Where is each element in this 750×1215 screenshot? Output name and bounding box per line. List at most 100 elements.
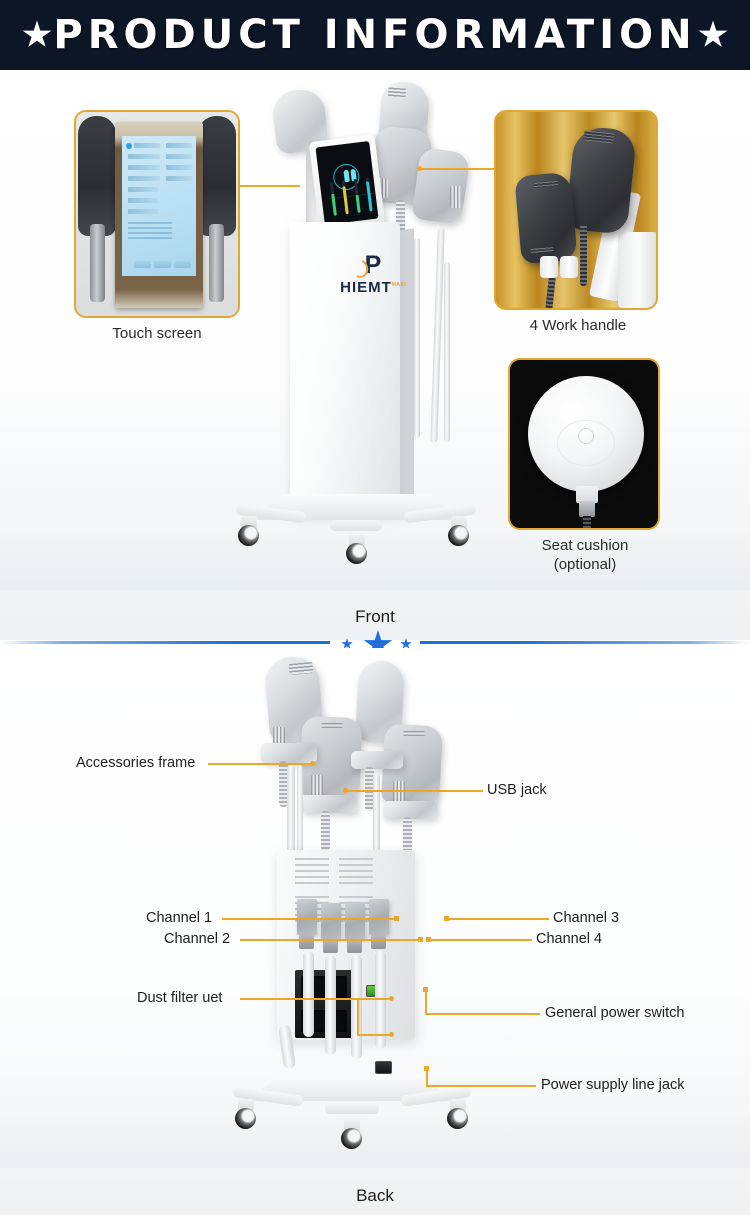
channel-connector-4 xyxy=(369,899,389,935)
leader-dot-general-power-switch xyxy=(423,987,428,992)
brand-logo: P HIEMTMAXI xyxy=(340,251,406,297)
leader-dot-channel-4 xyxy=(426,937,431,942)
display-bar-3 xyxy=(355,194,361,213)
front-caster-center xyxy=(346,534,368,564)
leader-general-power-switch-h xyxy=(425,1013,540,1015)
accessories-frame-clamp-1 xyxy=(261,743,317,763)
back-base xyxy=(225,1075,525,1149)
back-cable-3 xyxy=(373,773,380,859)
touch-photo-stem-left xyxy=(90,224,105,302)
brand-logo-mark: P xyxy=(364,251,382,279)
back-output-cable-3 xyxy=(351,955,362,1059)
touch-screen-button-2[interactable] xyxy=(154,261,171,268)
seat-cushion-cord xyxy=(583,516,591,528)
leader-general-power-switch-v xyxy=(425,990,427,1014)
leader-accessories-frame xyxy=(208,763,313,765)
leader-dot-usb-jack xyxy=(343,788,348,793)
annotation-channel-4: Channel 4 xyxy=(536,931,603,947)
callout-seat-cushion xyxy=(508,358,660,530)
annotation-dust-filter: Dust filter uet xyxy=(137,990,223,1006)
divider-line-right xyxy=(420,641,750,644)
leader-channel-3 xyxy=(446,918,549,920)
front-display-housing xyxy=(308,134,386,232)
seat-cushion-disc xyxy=(528,376,644,492)
front-base xyxy=(235,494,477,564)
back-handle-4-slot xyxy=(403,731,425,736)
handle-photo-cable-back xyxy=(580,224,587,286)
back-base-arm-center xyxy=(325,1103,379,1114)
front-view-label: Front xyxy=(355,607,395,626)
back-coil-2 xyxy=(365,767,374,811)
display-bar-2 xyxy=(342,186,349,215)
back-output-cable-1 xyxy=(303,951,314,1037)
back-grille-1 xyxy=(295,858,329,888)
leader-dot-accessories-frame xyxy=(310,761,315,766)
seat-cushion-neck xyxy=(576,486,598,503)
front-floor-gloss xyxy=(0,530,750,590)
front-caster-left xyxy=(238,516,260,546)
back-grille-2 xyxy=(339,858,373,888)
leader-work-handle xyxy=(420,168,494,170)
divider-line-left xyxy=(0,641,330,644)
leader-dust-filter-vertical xyxy=(357,998,359,1035)
channel-connector-2 xyxy=(321,903,341,939)
channel-neck-2 xyxy=(323,939,338,953)
front-caster-right xyxy=(448,516,470,546)
front-cable-d xyxy=(444,262,450,442)
front-handle-vent-a xyxy=(387,87,407,98)
back-output-cable-2 xyxy=(325,955,336,1055)
back-view-label: Back xyxy=(356,1186,394,1205)
leader-dot-work-handle xyxy=(417,166,422,171)
annotation-usb-jack: USB jack xyxy=(487,782,547,798)
back-handle-1-vent xyxy=(288,661,314,676)
channel-connector-3 xyxy=(345,903,365,939)
back-coil-3 xyxy=(321,811,330,851)
leader-power-supply-h xyxy=(426,1085,536,1087)
accessories-frame-clamp-4 xyxy=(383,801,437,819)
machine-front-view: P HIEMTMAXI xyxy=(228,80,518,592)
divider-star-small-left-icon xyxy=(341,638,353,650)
leader-dot-power-supply xyxy=(424,1066,429,1071)
touch-screen-button-1[interactable] xyxy=(134,261,151,268)
power-supply-line-jack-port xyxy=(375,1061,392,1074)
leader-dot-channel-1 xyxy=(394,916,399,921)
leader-usb-jack xyxy=(345,790,483,792)
display-bar-4 xyxy=(365,181,373,212)
channel-neck-1 xyxy=(299,935,314,949)
header-star-left-icon xyxy=(22,20,52,50)
touch-screen-checked-icon xyxy=(126,143,132,149)
touch-screen-photo xyxy=(76,112,238,316)
leader-dust-filter-branch-upper xyxy=(357,998,391,1000)
brand-name: HIEMTMAXI xyxy=(340,279,406,296)
back-output-cable-4 xyxy=(375,951,386,1049)
seat-cushion-center-ring xyxy=(578,428,594,445)
front-cable-coil xyxy=(396,200,405,238)
annotation-channel-2: Channel 2 xyxy=(164,931,231,947)
divider-star-small-right-icon xyxy=(400,638,412,650)
accessories-frame-clamp-3 xyxy=(301,795,357,813)
back-caster-left xyxy=(235,1099,257,1129)
front-handle-far-right xyxy=(411,146,471,226)
callout-caption-touch-screen: Touch screen xyxy=(112,325,202,342)
page-header: PRODUCT INFORMATION xyxy=(0,0,750,70)
leader-dot-dust-filter-lower xyxy=(389,1032,394,1037)
front-handle-vent-b xyxy=(450,186,461,208)
back-handle-4-side-vent xyxy=(393,781,405,803)
caption-seat-line2: (optional) xyxy=(553,556,617,573)
back-coil-1 xyxy=(279,761,288,807)
back-handle-3-side-vent xyxy=(311,775,323,797)
annotation-power-supply-line-jack: Power supply line jack xyxy=(541,1077,685,1093)
front-cable-b xyxy=(414,238,420,438)
channel-neck-4 xyxy=(371,935,386,949)
leader-dot-channel-2 xyxy=(418,937,423,942)
touch-screen-bezel xyxy=(115,122,203,308)
annotation-general-power-switch: General power switch xyxy=(545,1005,685,1021)
back-caster-right xyxy=(447,1099,469,1129)
touch-screen-display xyxy=(122,136,196,276)
touch-screen-button-3[interactable] xyxy=(174,261,191,268)
handle-photo-body xyxy=(618,232,656,308)
handle-photo-socket-a xyxy=(540,256,558,278)
annotation-channel-3: Channel 3 xyxy=(553,910,620,926)
back-floor-gloss xyxy=(0,1108,750,1168)
